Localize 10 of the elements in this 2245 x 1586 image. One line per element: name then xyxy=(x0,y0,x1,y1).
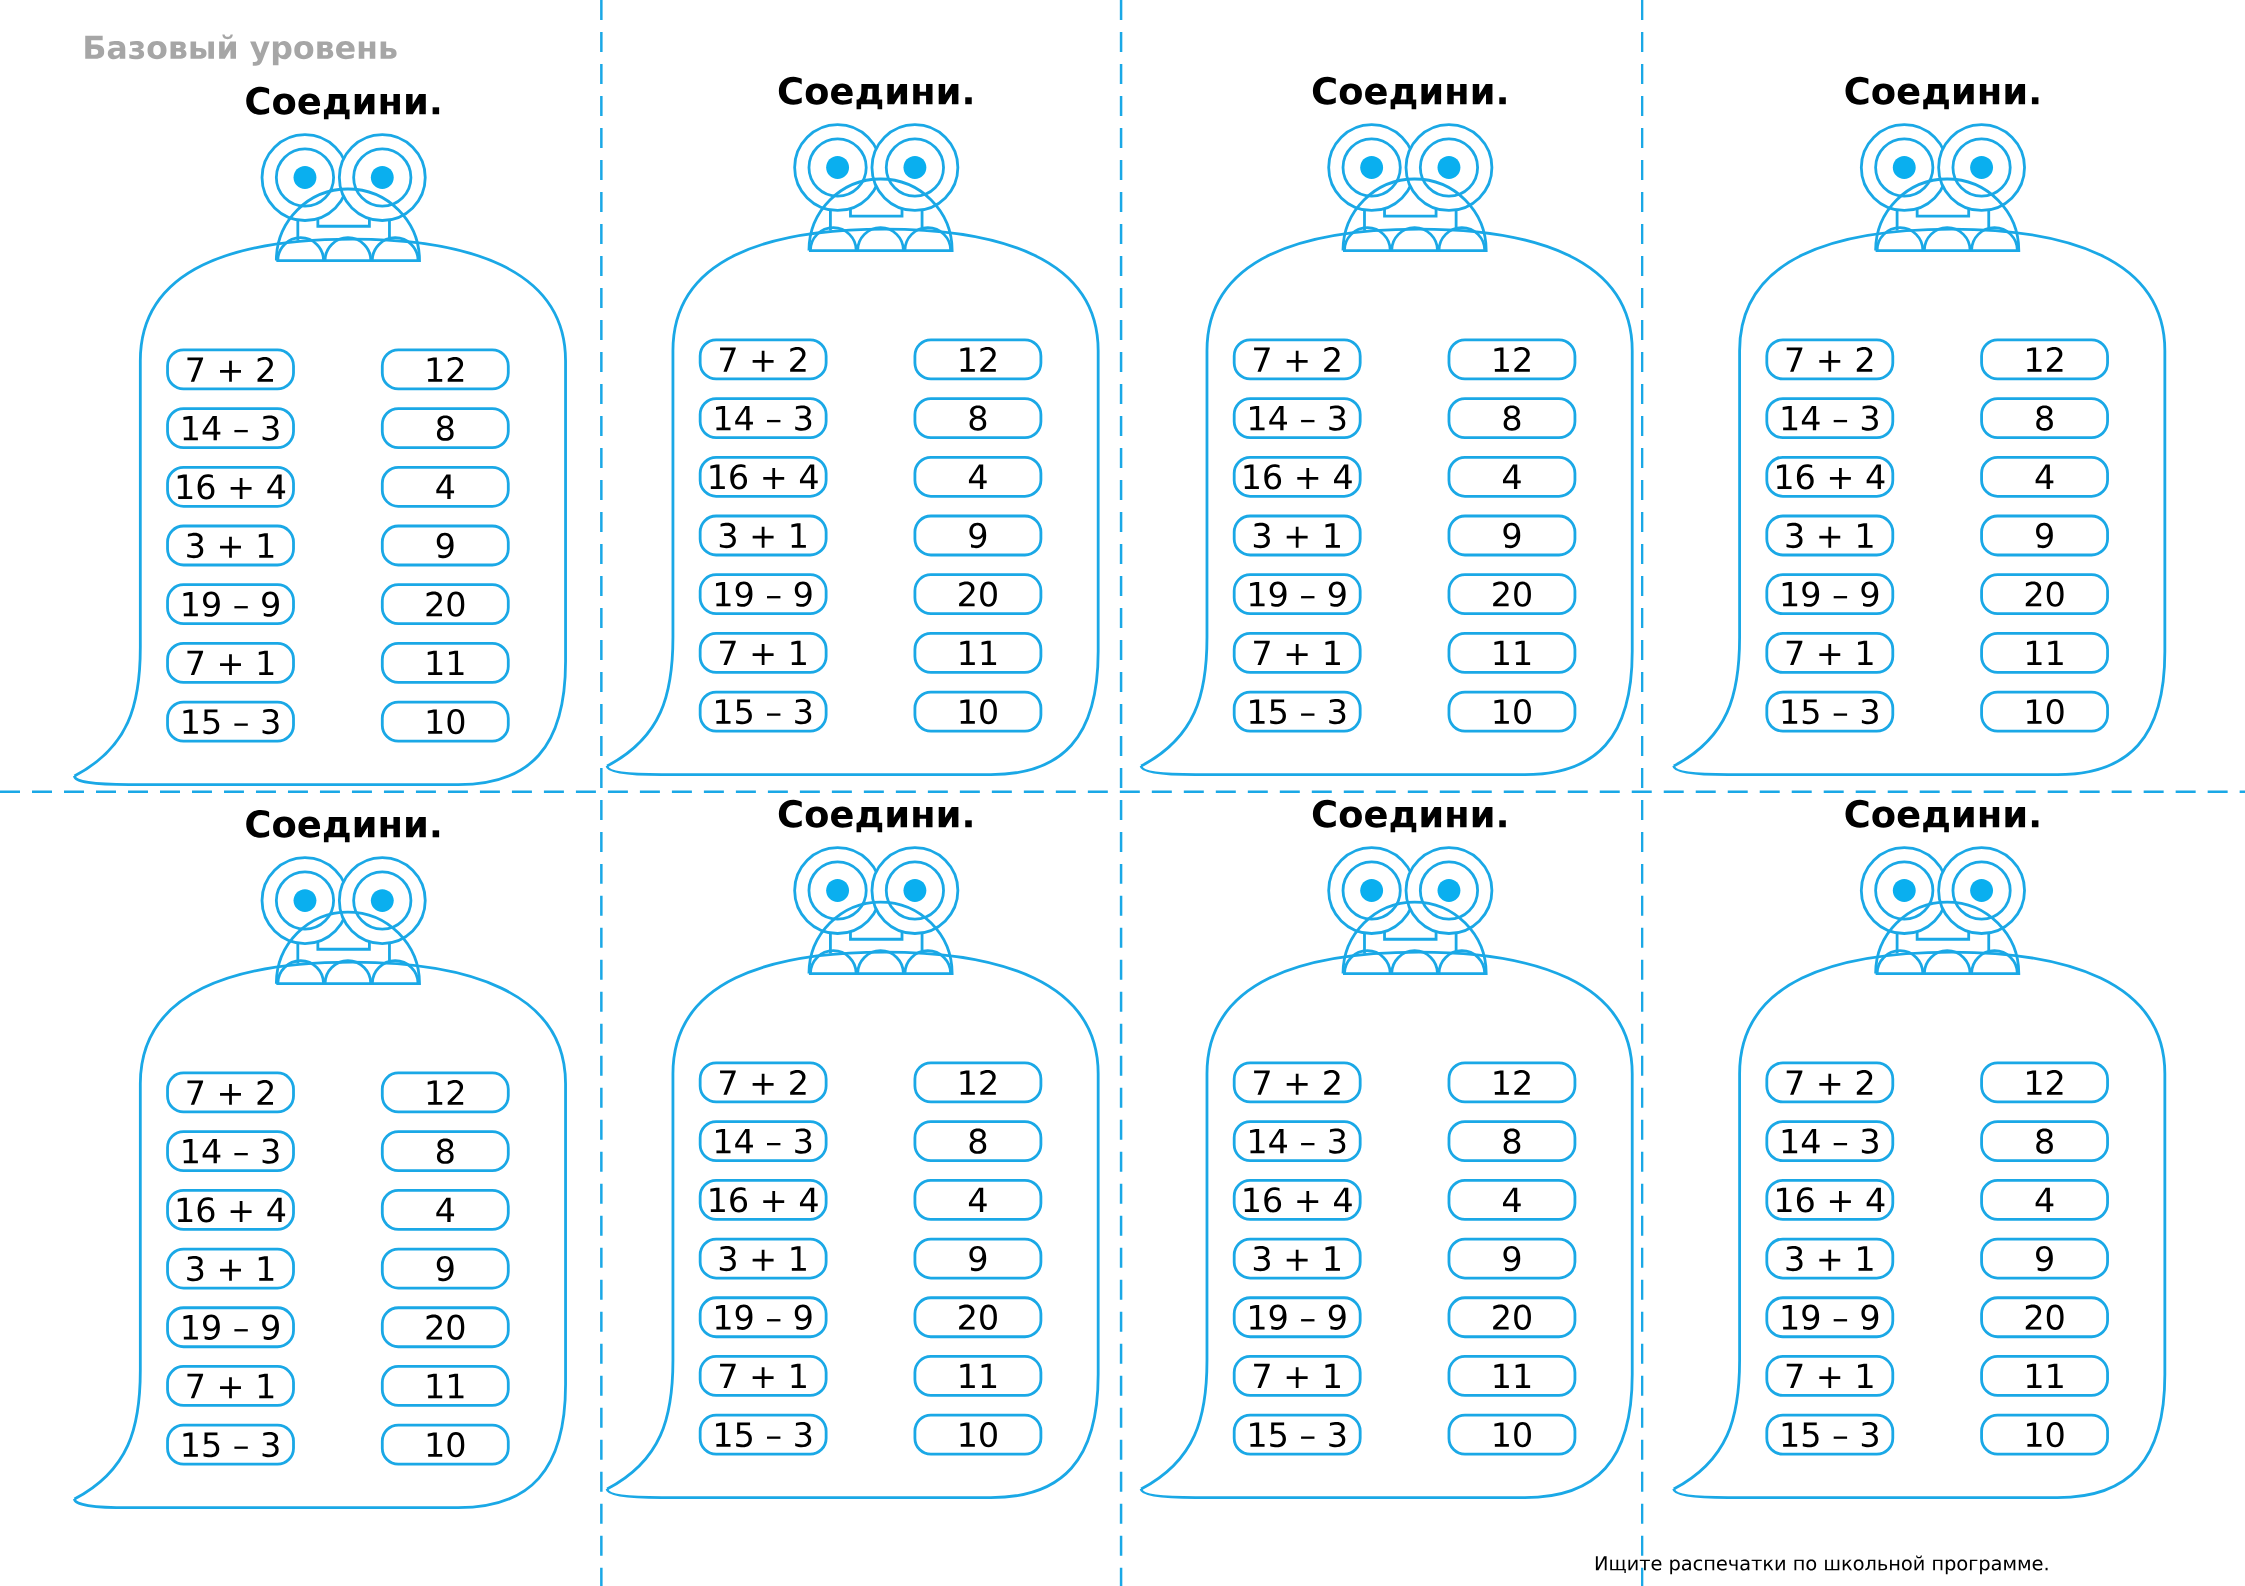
heading: Соедини. xyxy=(1845,799,2039,833)
heading: Соедини. xyxy=(778,799,972,833)
footer-note: Ищите распечатки по школьной программе. xyxy=(1595,1555,2048,1575)
heading: Соедини. xyxy=(1312,799,1506,833)
level-label: Базовый уровень xyxy=(85,34,397,66)
heading: Соедини. xyxy=(246,809,440,843)
heading: Соедини. xyxy=(778,76,972,110)
heading: Соедини. xyxy=(246,86,440,120)
heading: Соедини. xyxy=(1312,76,1506,110)
heading: Соедини. xyxy=(1845,76,2039,110)
